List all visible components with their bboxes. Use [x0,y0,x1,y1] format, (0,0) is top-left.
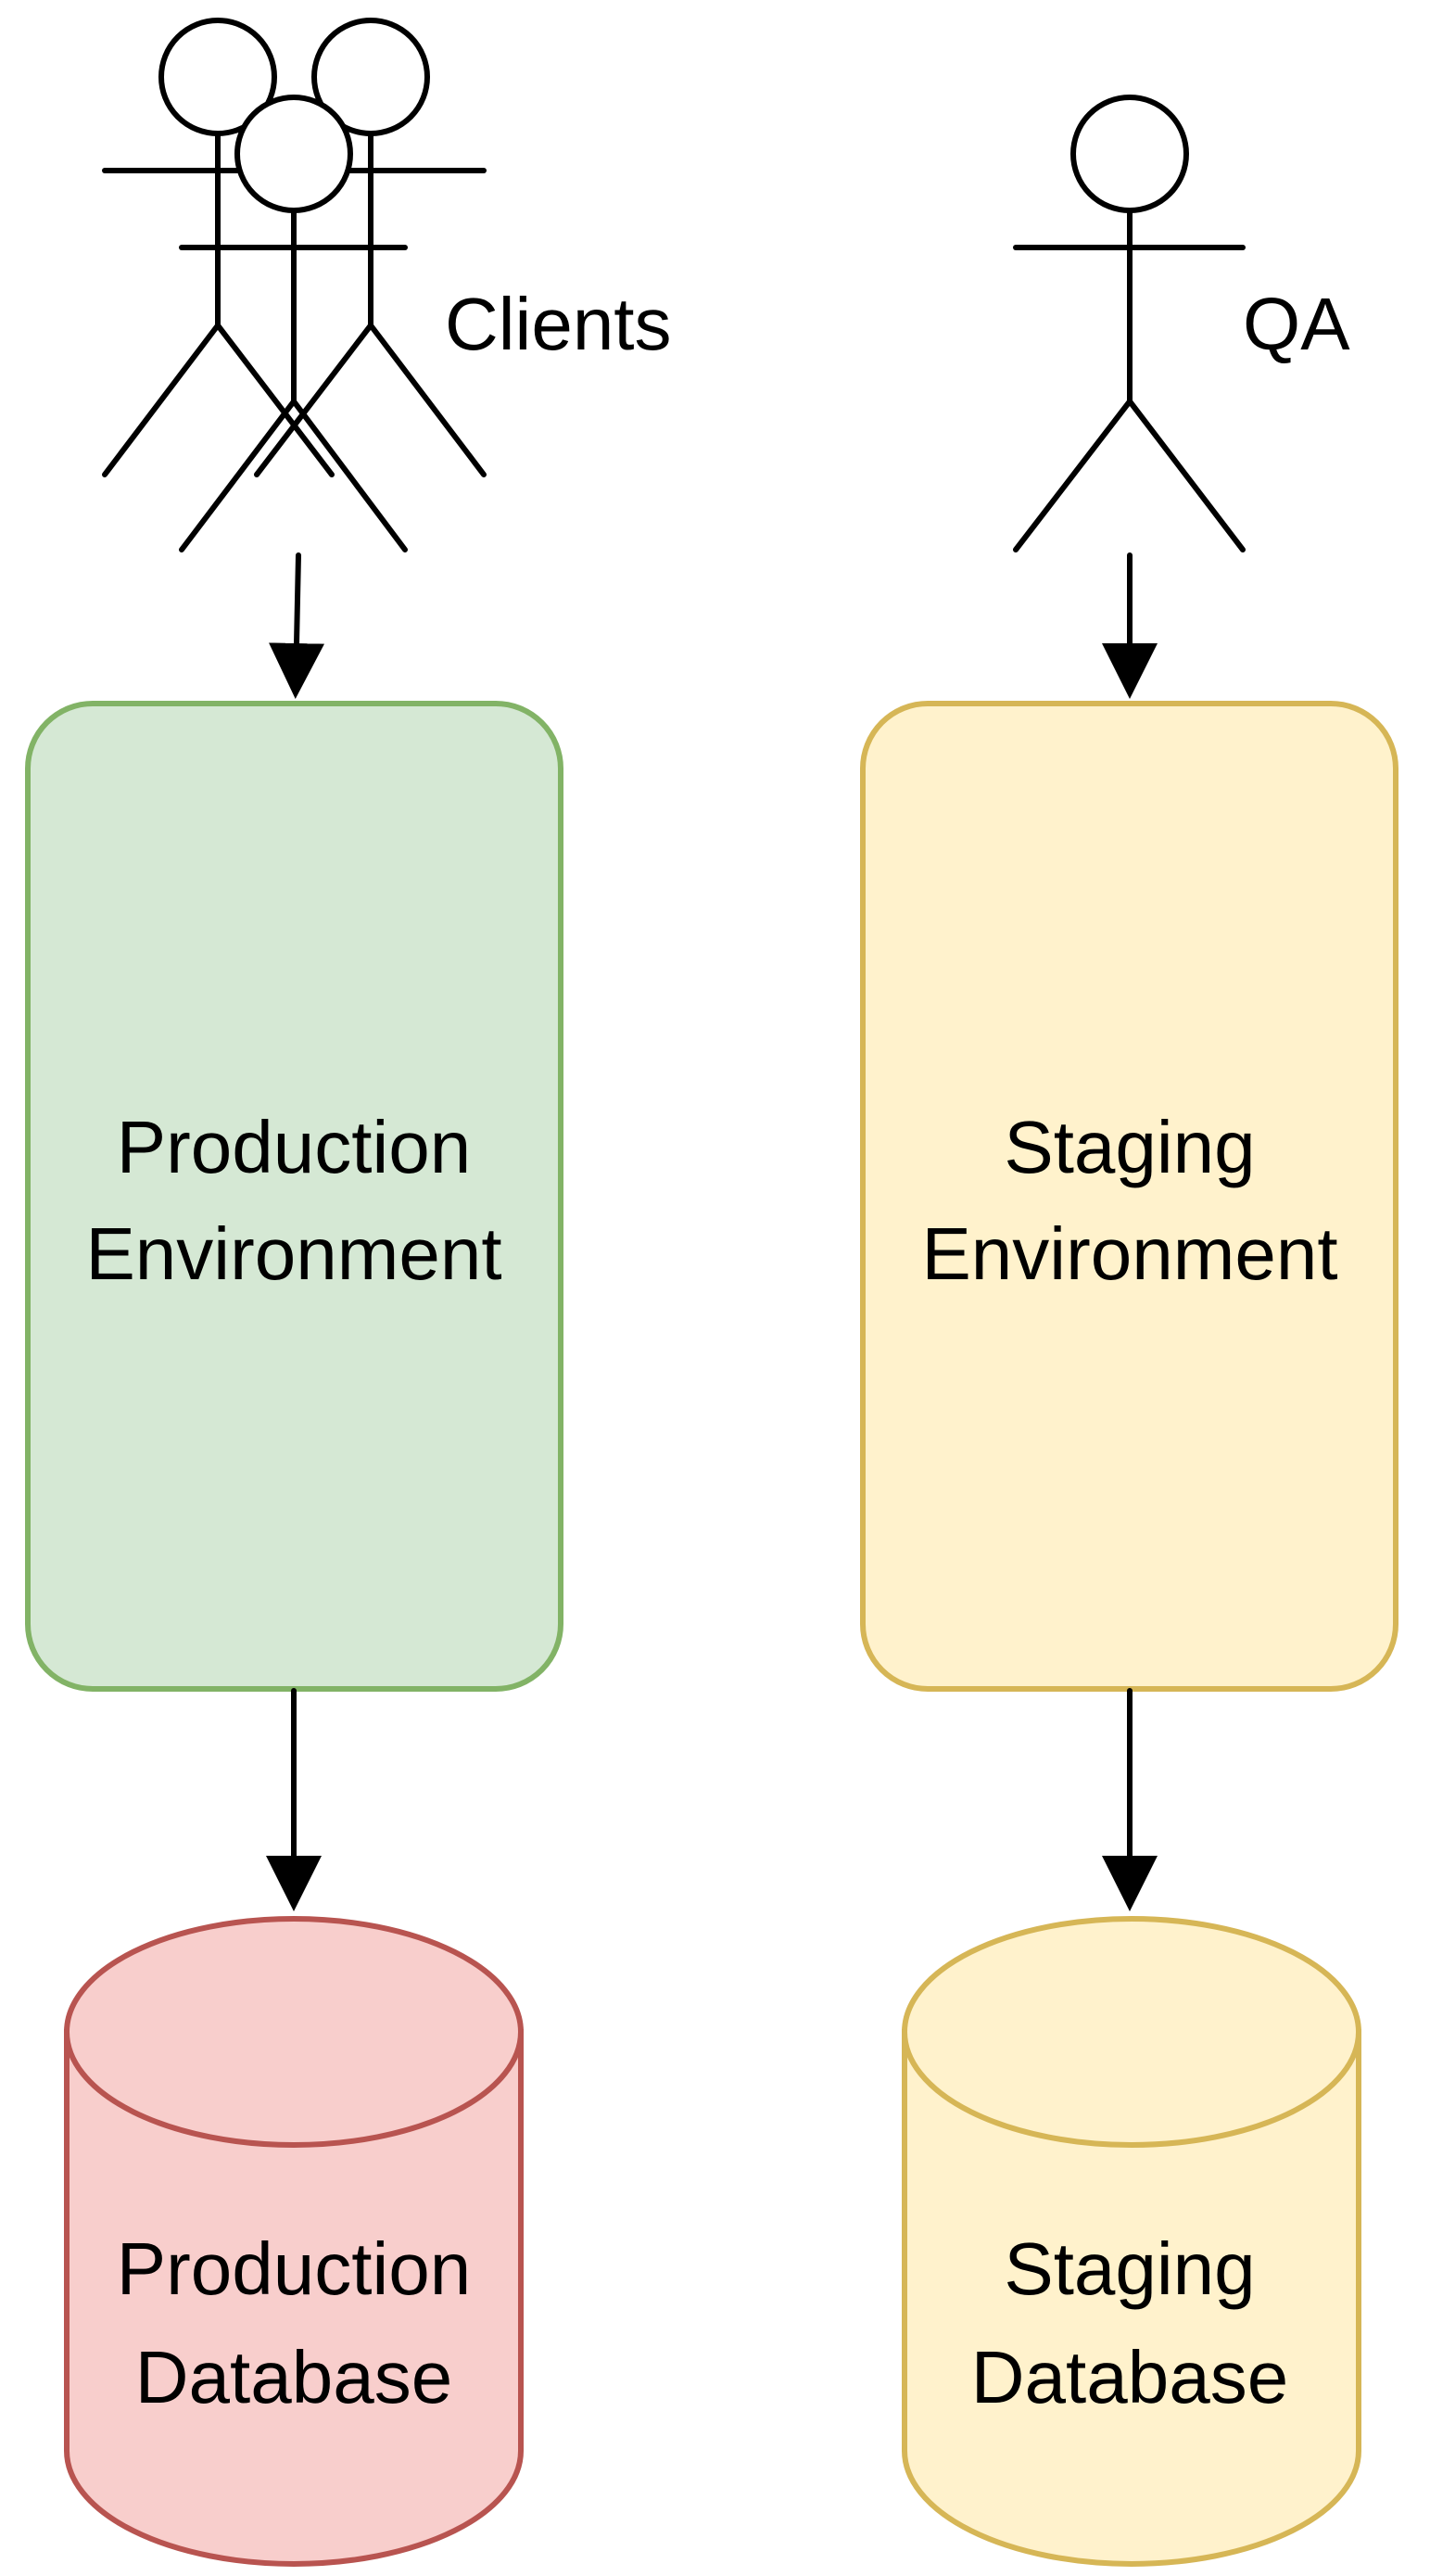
production-database-label-line1: Production [117,2227,471,2310]
production-environment-label-line2: Environment [85,1212,501,1295]
staging-environment-box [860,701,1398,1692]
production-environment-label-line1: Production [117,1106,471,1188]
qa-label: QA [1243,283,1350,365]
staging-database-cylinder [902,1916,1361,2567]
production-database-cylinder [64,1916,524,2567]
production-environment-box [25,701,563,1692]
clients-label: Clients [445,283,672,365]
production-database-label-line2: Database [135,2336,452,2418]
clients-actor [102,18,487,552]
staging-environment-label-line2: Environment [921,1212,1337,1295]
clients-to-production-arrow [269,552,325,699]
staging-database-label-line2: Database [971,2336,1288,2418]
staging-database-label-line1: Staging [1004,2227,1255,2310]
client-figure-center [179,95,408,552]
qa-actor [1013,95,1246,552]
staging-environment-label-line1: Staging [1004,1106,1255,1188]
